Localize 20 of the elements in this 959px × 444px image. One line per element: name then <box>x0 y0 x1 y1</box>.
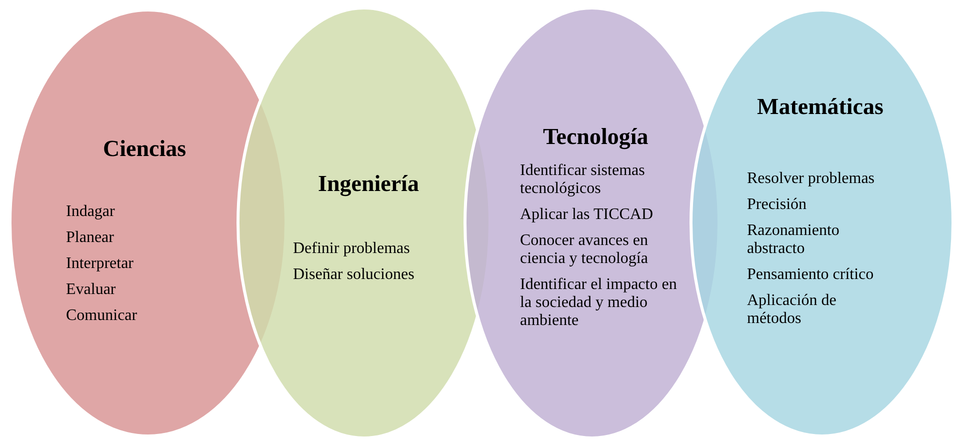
list-item: Razonamiento abstracto <box>747 222 840 258</box>
list-item: Resolver problemas <box>747 170 876 188</box>
list-item: Comunicar <box>66 307 138 325</box>
list-item: Conocer avances en ciencia y tecnología <box>520 232 649 268</box>
list-item: Evaluar <box>66 281 117 299</box>
heading: Tecnología <box>543 124 648 150</box>
list-item: Planear <box>66 229 115 247</box>
list-item: Pensamiento crítico <box>747 266 875 284</box>
list-item: Interpretar <box>66 255 135 273</box>
list-item: Aplicar las TICCAD <box>520 206 654 224</box>
heading: Matemáticas <box>757 94 884 120</box>
heading: Ciencias <box>103 136 186 162</box>
list-item: Definir problemas <box>293 240 411 258</box>
list-item: Diseñar soluciones <box>293 266 416 284</box>
list-item: Precisión <box>747 196 808 214</box>
list-item: Identificar sistemas tecnológicos <box>520 162 646 198</box>
list-item: Identificar el impacto en la sociedad y medio ambiente <box>520 276 678 330</box>
heading: Ingeniería <box>318 171 419 197</box>
list-item: Indagar <box>66 203 116 221</box>
list-item: Aplicación de métodos <box>747 292 838 328</box>
